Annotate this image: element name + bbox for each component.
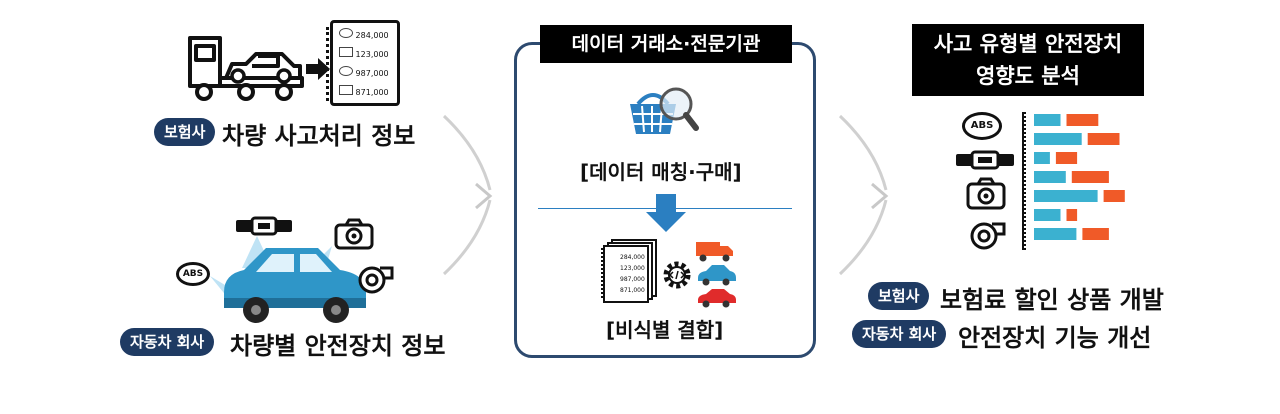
bar-orange-segment <box>1071 171 1109 183</box>
bar-orange-segment <box>1055 152 1078 164</box>
flow-chevron-right <box>838 114 889 276</box>
bar-orange-segment <box>1066 209 1078 221</box>
ledger-row: 987,000 <box>339 66 389 78</box>
bar-blue-segment <box>1034 171 1066 183</box>
bar-blue-segment <box>1034 152 1050 164</box>
insurer-badge: 보험사 <box>154 118 216 146</box>
abs-icon: ABS <box>176 262 210 286</box>
insurer-badge: 보험사 <box>868 282 930 310</box>
flow-chevron-left <box>442 114 493 276</box>
shopping-basket-search-icon <box>630 87 699 134</box>
bar-orange-segment <box>1066 114 1099 126</box>
result-safety-improvement: 안전장치 기능 개선 <box>958 324 1152 352</box>
turbo-sensor-icon <box>970 222 1006 250</box>
bar-blue-segment <box>1034 114 1061 126</box>
gear-code-icon <box>663 261 691 289</box>
safety-car-illustration <box>210 236 368 323</box>
bar-orange-segment <box>1082 228 1109 240</box>
bar-blue-segment <box>1034 209 1061 221</box>
analysis-title: 사고 유형별 안전장치 영향도 분석 <box>912 24 1144 96</box>
result-insurance-product: 보험료 할인 상품 개발 <box>940 286 1164 314</box>
automaker-badge: 자동차 회사 <box>852 320 947 348</box>
seatbelt-icon <box>956 150 1014 170</box>
abs-icon: ABS <box>962 112 1002 140</box>
bar-orange-segment <box>1087 133 1120 145</box>
deidentified-join-step: [비식별 결합] <box>606 318 724 342</box>
delivery-truck-icon <box>696 242 733 262</box>
tow-truck-icon <box>188 36 304 101</box>
red-car-icon <box>698 289 736 308</box>
turbo-sensor-icon <box>358 266 394 294</box>
mini-ledger: 284,000 123,000 987,000 871,000 <box>620 254 645 294</box>
ledger-row: 871,000 <box>339 85 389 97</box>
matching-purchase-step: [데이터 매칭·구매] <box>580 160 742 184</box>
impact-bar-chart <box>1034 114 1125 240</box>
panel-title: 데이터 거래소·전문기관 <box>540 25 792 63</box>
seatbelt-icon <box>236 216 292 236</box>
arrow-right-icon <box>306 58 330 80</box>
accident-info-caption: 차량 사고처리 정보 <box>222 122 416 150</box>
ledger-row: 284,000 <box>339 28 389 40</box>
ledger-row: 123,000 <box>339 47 389 59</box>
down-arrow-icon <box>646 194 686 232</box>
camera-icon <box>334 218 374 250</box>
chart-axis <box>1022 112 1026 250</box>
bar-blue-segment <box>1034 190 1098 202</box>
bar-blue-segment <box>1034 228 1077 240</box>
camera-icon <box>966 177 1006 210</box>
safety-info-caption: 차량별 안전장치 정보 <box>230 332 446 360</box>
bar-blue-segment <box>1034 133 1082 145</box>
blue-car-icon <box>698 265 736 286</box>
automaker-badge: 자동차 회사 <box>120 328 215 356</box>
bar-orange-segment <box>1103 190 1125 202</box>
ledger-notebook: 284,000 123,000 987,000 871,000 <box>326 20 400 106</box>
document-stack-icon <box>601 239 657 303</box>
